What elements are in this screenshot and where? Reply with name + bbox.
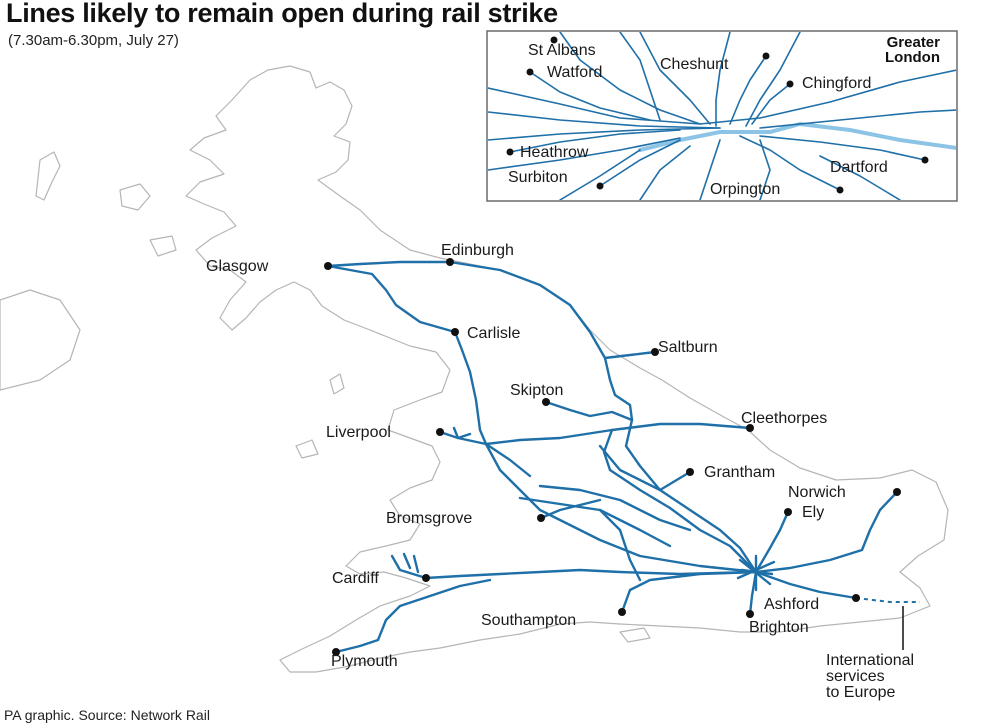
- glasgow-label: Glasgow: [206, 258, 269, 275]
- orpington-label: Orpington: [710, 181, 780, 198]
- cardiff-marker: [422, 574, 430, 582]
- saltburn-marker: [651, 348, 659, 356]
- international-label-line1: International: [826, 652, 914, 669]
- rail-lines: [326, 260, 899, 654]
- saltburn-label: Saltburn: [658, 339, 718, 356]
- anglesey-island: [295, 439, 319, 459]
- mull-island: [149, 235, 177, 257]
- liverpool-label: Liverpool: [326, 424, 391, 441]
- international-services-line: [855, 597, 920, 603]
- isle-of-man: [329, 373, 345, 395]
- glasgow-marker: [324, 262, 332, 270]
- surbiton-label: Surbiton: [508, 169, 568, 186]
- ely-label: Ely: [802, 504, 824, 521]
- source-credit: PA graphic. Source: Network Rail: [4, 707, 210, 723]
- skipton-label: Skipton: [510, 382, 563, 399]
- outer-hebrides: [35, 151, 61, 201]
- grantham-label: Grantham: [704, 464, 775, 481]
- dartford-marker: [921, 156, 929, 164]
- skye-island: [119, 183, 151, 211]
- st-albans-label: St Albans: [528, 42, 596, 59]
- norwich-label: Norwich: [788, 484, 846, 501]
- skipton-marker: [542, 398, 550, 406]
- plymouth-marker: [332, 648, 340, 656]
- page-title: Lines likely to remain open during rail …: [6, 0, 558, 28]
- watford-label: Watford: [547, 64, 602, 81]
- dartford-label: Dartford: [830, 159, 888, 176]
- inset-rail-lines: [488, 32, 956, 200]
- city-labels: Glasgow Edinburgh Carlisle Saltburn Skip…: [206, 242, 914, 701]
- isle-of-wight: [619, 627, 651, 643]
- chingford-marker: [786, 80, 794, 88]
- carlisle-marker: [451, 328, 459, 336]
- international-label-line2: services: [826, 668, 885, 685]
- greater-london-inset: St Albans Watford Cheshunt Chingford Hea…: [486, 30, 958, 202]
- edinburgh-label: Edinburgh: [441, 242, 514, 259]
- page-subtitle: (7.30am-6.30pm, July 27): [8, 32, 179, 49]
- st-albans-marker: [550, 36, 558, 44]
- cheshunt-marker: [762, 52, 770, 60]
- ashford-label: Ashford: [764, 596, 819, 613]
- inset-title-line1: Greater: [887, 34, 941, 51]
- edinburgh-marker: [446, 258, 454, 266]
- cheshunt-label: Cheshunt: [660, 56, 729, 73]
- cleethorpes-label: Cleethorpes: [741, 410, 827, 427]
- ashford-marker: [852, 594, 860, 602]
- carlisle-label: Carlisle: [467, 325, 520, 342]
- southampton-label: Southampton: [481, 612, 576, 629]
- liverpool-marker: [436, 428, 444, 436]
- chingford-label: Chingford: [802, 75, 871, 92]
- bromsgrove-marker: [537, 514, 545, 522]
- ely-marker: [784, 508, 792, 516]
- international-label-line3: to Europe: [826, 684, 895, 701]
- cardiff-label: Cardiff: [332, 570, 379, 587]
- brighton-marker: [746, 610, 754, 618]
- heathrow-label: Heathrow: [520, 144, 589, 161]
- city-markers: [324, 258, 901, 656]
- watford-marker: [526, 68, 534, 76]
- ireland-edge: [0, 289, 81, 391]
- norwich-marker: [893, 488, 901, 496]
- inset-title-line2: London: [885, 49, 940, 66]
- heathrow-marker: [506, 148, 514, 156]
- orpington-marker: [836, 186, 844, 194]
- surbiton-marker: [596, 182, 604, 190]
- brighton-label: Brighton: [749, 619, 809, 636]
- plymouth-label: Plymouth: [331, 653, 398, 670]
- southampton-marker: [618, 608, 626, 616]
- grantham-marker: [686, 468, 694, 476]
- bromsgrove-label: Bromsgrove: [386, 510, 472, 527]
- cleethorpes-marker: [746, 424, 754, 432]
